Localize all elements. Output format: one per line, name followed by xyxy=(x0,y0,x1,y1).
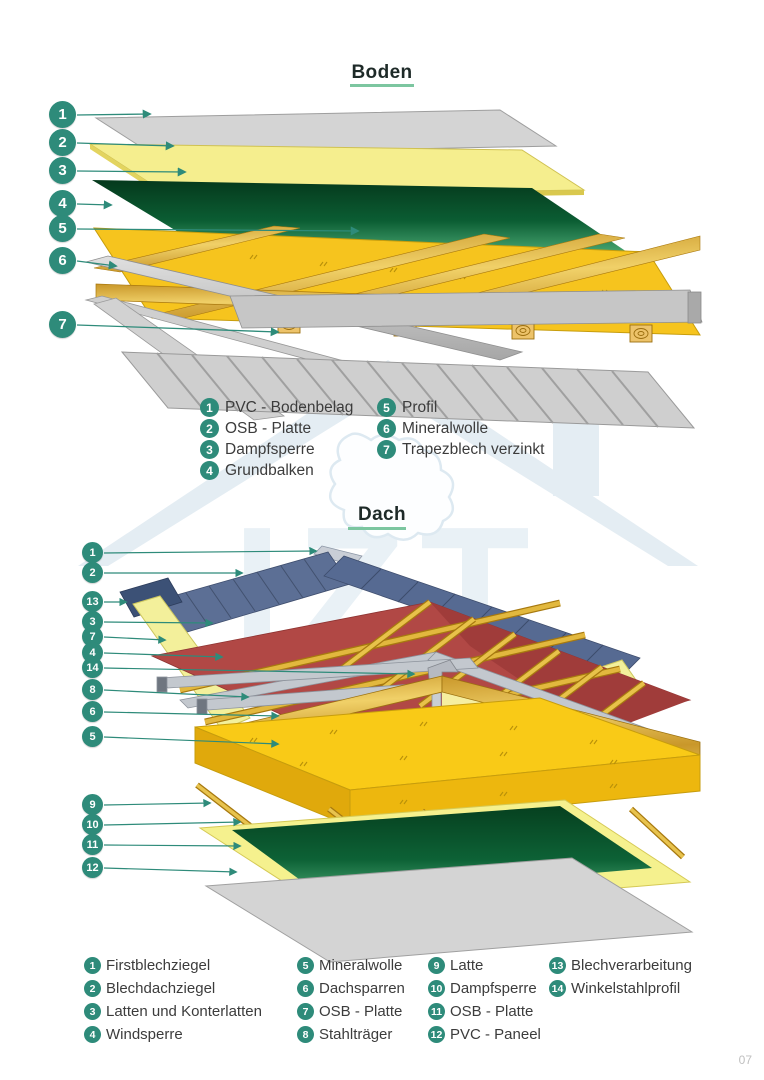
boden-profile-layer xyxy=(84,255,703,403)
dach-callout-2: 2 xyxy=(82,562,103,583)
boden-title: Boden xyxy=(351,62,413,83)
dach-title-underline xyxy=(348,527,406,530)
legend-num-badge: 14 xyxy=(549,980,566,997)
legend-item: 7 OSB - Platte xyxy=(297,1003,402,1020)
legend-num-badge: 6 xyxy=(297,980,314,997)
dach-callout-12: 12 xyxy=(82,857,103,878)
legend-label: Mineralwolle xyxy=(402,419,489,437)
boden-callout-1: 1 xyxy=(49,101,76,128)
legend-item: 9 Latte xyxy=(428,957,483,974)
legend-num-badge: 3 xyxy=(84,1003,101,1020)
legend-label: Mineralwolle xyxy=(319,957,403,974)
legend-label: PVC - Paneel xyxy=(450,1026,541,1043)
dach-callout-1: 1 xyxy=(82,542,103,563)
legend-num-badge: 9 xyxy=(428,957,445,974)
legend-item: 1 Firstblechziegel xyxy=(84,957,210,974)
legend-num-badge: 5 xyxy=(297,957,314,974)
legend-item: 11 OSB - Platte xyxy=(428,1003,533,1020)
boden-callout-4: 4 xyxy=(49,190,76,217)
legend-num-badge: 4 xyxy=(84,1026,101,1043)
legend-num-badge: 10 xyxy=(428,980,445,997)
legend-num-badge: 5 xyxy=(377,398,396,417)
legend-num-badge: 12 xyxy=(428,1026,445,1043)
boden-callout-7: 7 xyxy=(49,311,76,338)
page-number: 07 xyxy=(738,1053,752,1067)
legend-label: Grundbalken xyxy=(225,461,314,479)
boden-trapez-sheet xyxy=(93,297,696,429)
legend-label: OSB - Platte xyxy=(319,1003,403,1020)
legend-num-badge: 2 xyxy=(200,419,219,438)
dach-callout-8: 8 xyxy=(82,679,103,700)
legend-num-badge: 13 xyxy=(549,957,566,974)
boden-callout-3: 3 xyxy=(49,157,76,184)
legend-item: 3 Dampfsperre xyxy=(200,440,315,459)
legend-label: Dampfsperre xyxy=(450,980,537,997)
dach-callout-10: 10 xyxy=(82,814,103,835)
legend-label: PVC - Bodenbelag xyxy=(225,398,354,416)
boden-callout-5: 5 xyxy=(49,215,76,242)
legend-item: 6 Mineralwolle xyxy=(377,419,488,438)
boden-title-underline xyxy=(350,84,414,87)
legend-item: 8 Stahlträger xyxy=(297,1026,392,1043)
legend-item: 3 Latten und Konterlatten xyxy=(84,1003,262,1020)
legend-num-badge: 11 xyxy=(428,1003,445,1020)
legend-label: Trapezblech verzinkt xyxy=(402,440,545,458)
legend-label: Blechverarbeitung xyxy=(571,957,692,974)
legend-item: 12 PVC - Paneel xyxy=(428,1026,541,1043)
legend-item: 5 Profil xyxy=(377,398,437,417)
dach-callout-11: 11 xyxy=(82,834,103,855)
legend-num-badge: 3 xyxy=(200,440,219,459)
legend-num-badge: 4 xyxy=(200,461,219,480)
dach-callout-13: 13 xyxy=(82,591,103,612)
legend-label: Windsperre xyxy=(106,1026,183,1043)
legend-num-badge: 7 xyxy=(377,440,396,459)
dach-leader-lines xyxy=(103,546,416,876)
legend-label: OSB - Platte xyxy=(225,419,312,437)
legend-label: Profil xyxy=(402,398,438,416)
boden-leader-lines xyxy=(76,109,360,337)
legend-num-badge: 7 xyxy=(297,1003,314,1020)
legend-item: 10 Dampfsperre xyxy=(428,980,537,997)
legend-item: 7 Trapezblech verzinkt xyxy=(377,440,544,459)
legend-label: Stahlträger xyxy=(319,1026,393,1043)
legend-item: 6 Dachsparren xyxy=(297,980,405,997)
legend-num-badge: 1 xyxy=(200,398,219,417)
thuringia-map-outline xyxy=(328,432,455,541)
legend-num-badge: 1 xyxy=(84,957,101,974)
dach-callout-5: 5 xyxy=(82,726,103,747)
legend-item: 1 PVC - Bodenbelag xyxy=(200,398,353,417)
boden-diagram xyxy=(76,109,703,429)
legend-item: 4 Grundbalken xyxy=(200,461,314,480)
dach-title: Dach xyxy=(357,504,407,525)
legend-num-badge: 6 xyxy=(377,419,396,438)
legend-label: Winkelstahlprofil xyxy=(571,980,681,997)
legend-num-badge: 8 xyxy=(297,1026,314,1043)
legend-label: Firstblechziegel xyxy=(106,957,211,974)
legend-label: Dampfsperre xyxy=(225,440,315,458)
boden-pvc-sheet xyxy=(94,109,558,155)
legend-item: 14 Winkelstahlprofil xyxy=(549,980,680,997)
legend-label: OSB - Platte xyxy=(450,1003,534,1020)
legend-num-badge: 2 xyxy=(84,980,101,997)
legend-item: 2 OSB - Platte xyxy=(200,419,311,438)
dach-callout-7: 7 xyxy=(82,626,103,647)
dach-metal-roof xyxy=(137,551,641,679)
legend-item: 4 Windsperre xyxy=(84,1026,183,1043)
legend-label: Latten und Konterlatten xyxy=(106,1003,262,1020)
dach-callout-14: 14 xyxy=(82,657,103,678)
legend-label: Dachsparren xyxy=(319,980,405,997)
dach-diagram xyxy=(103,545,701,963)
legend-item: 5 Mineralwolle xyxy=(297,957,402,974)
dach-mineral-slab xyxy=(194,697,701,827)
dach-callout-6: 6 xyxy=(82,701,103,722)
dach-pvc-sheet xyxy=(204,857,694,963)
dach-callout-9: 9 xyxy=(82,794,103,815)
legend-item: 13 Blechverarbeitung xyxy=(549,957,692,974)
legend-item: 2 Blechdachziegel xyxy=(84,980,215,997)
boden-callout-6: 6 xyxy=(49,247,76,274)
legend-label: Blechdachziegel xyxy=(106,980,216,997)
legend-label: Latte xyxy=(450,957,484,974)
boden-callout-2: 2 xyxy=(49,129,76,156)
